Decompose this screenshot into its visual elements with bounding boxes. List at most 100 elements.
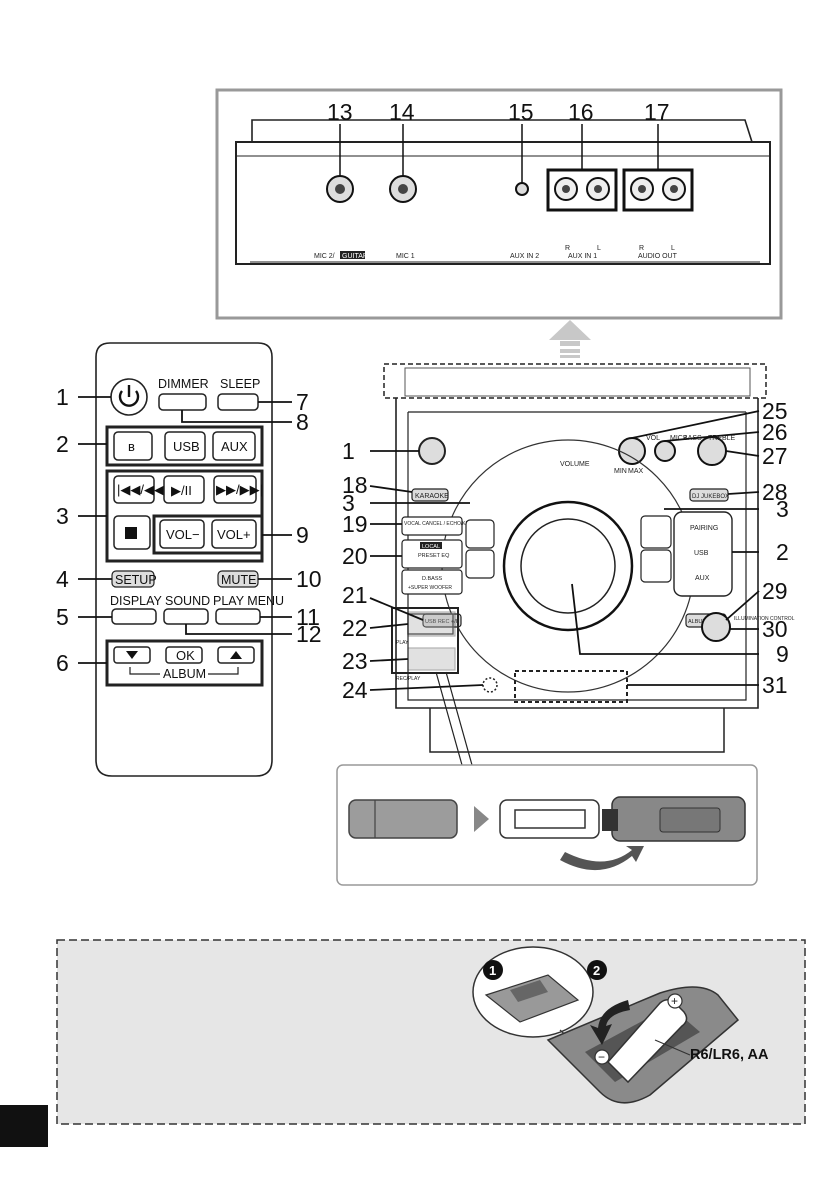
unit-prev-button[interactable]: [465, 549, 495, 579]
rear-panel: MIC 2/ GUITAR MIC 1 AUX IN 2 AUX IN 1 AU…: [215, 88, 783, 320]
play-pause-button[interactable]: [163, 475, 205, 504]
dimmer-button[interactable]: [158, 393, 207, 411]
play-label: PLAY: [396, 640, 409, 646]
display-button[interactable]: [111, 608, 157, 625]
treble-label: TREBLE: [708, 435, 736, 442]
vol-up-label: VOL+: [217, 527, 251, 542]
ok-button[interactable]: [165, 646, 203, 664]
usb-insert-inset: [336, 671, 758, 886]
callout-1-unit: 1: [342, 438, 355, 464]
vol-mic-knob[interactable]: [618, 437, 646, 465]
callout-10: 10: [296, 566, 322, 592]
callout-31: 31: [762, 672, 788, 698]
play-pause-icon: ▶/II: [171, 483, 192, 498]
mic2-knob-label: MIC2: [670, 435, 687, 442]
vocal-cancel-button[interactable]: [401, 516, 463, 536]
local-preset-button[interactable]: [401, 539, 463, 569]
vol-label: VOL: [646, 435, 660, 442]
callout-3: 3: [56, 503, 69, 529]
rotate-arrow-icon: [560, 846, 644, 871]
sound-button[interactable]: [163, 608, 209, 625]
callout-19: 19: [342, 511, 368, 537]
unit-play-button[interactable]: [640, 515, 672, 549]
max-label: MAX: [628, 468, 644, 475]
mic2-knob[interactable]: [654, 440, 676, 462]
dimmer-label: DIMMER: [158, 377, 209, 391]
sound-label: SOUND: [165, 594, 210, 608]
unit-power-button[interactable]: [418, 437, 446, 465]
play-menu-label: PLAY MENU: [213, 594, 284, 608]
sleep-button[interactable]: [217, 393, 259, 411]
callout-11: 11: [296, 604, 320, 630]
callout-30: 30: [762, 616, 788, 642]
next-button[interactable]: [213, 475, 257, 504]
plus-icon: [667, 993, 683, 1009]
callout-8: 8: [296, 409, 309, 435]
usb-button[interactable]: [164, 431, 206, 461]
ok-label: OK: [176, 648, 195, 663]
battery-type-label: R6/LR6, AA: [690, 1047, 769, 1063]
battery: [606, 999, 688, 1084]
setup-label: SETUP: [115, 573, 157, 587]
callout-29: 29: [762, 578, 788, 604]
bluetooth-button[interactable]: [113, 431, 153, 461]
unit-aux-label: AUX: [695, 575, 710, 582]
vol-up-button[interactable]: [211, 519, 257, 549]
callout-18: 18: [342, 472, 368, 498]
illumination-knob[interactable]: [701, 612, 731, 642]
d-bass-button[interactable]: [401, 569, 463, 595]
skip-forward-icon: ▶▶/▶▶|: [216, 482, 263, 497]
callout-22: 22: [342, 615, 368, 641]
insert-arrow-icon: [590, 1000, 630, 1045]
display-window: [514, 670, 628, 703]
rec-play-label: REC/PLAY: [396, 676, 421, 682]
minus-icon: [594, 1049, 610, 1065]
battery-section: + − 1 2 R6/LR6, AA: [56, 939, 806, 1125]
usb-label: USB: [173, 439, 200, 454]
callout-25: 25: [762, 398, 788, 424]
step-2-label: 2: [593, 963, 600, 978]
usb-port-closed: [348, 799, 458, 839]
callout-9: 9: [296, 522, 309, 548]
stop-icon: [125, 527, 137, 539]
aux-label: AUX: [221, 439, 248, 454]
aux-in-2-jack: [515, 182, 529, 196]
mic2-label: MIC 2/: [314, 253, 335, 260]
vol-down-button[interactable]: [159, 519, 205, 549]
callout-13: 13: [327, 99, 353, 125]
aux-in-2-label: AUX IN 2: [510, 253, 539, 260]
out-l-mark: L: [671, 245, 675, 252]
mic1-label: MIC 1: [396, 253, 415, 260]
volume-label: VOLUME: [560, 461, 590, 468]
aux-button[interactable]: [212, 431, 256, 461]
power-button[interactable]: [110, 378, 148, 416]
callout-24: 24: [342, 677, 368, 703]
callout-28: 28: [762, 479, 788, 505]
unit-stop-button[interactable]: [640, 549, 672, 583]
dj-jukebox-button[interactable]: [689, 488, 729, 502]
play-menu-button[interactable]: [215, 608, 261, 625]
prev-button[interactable]: [113, 475, 155, 504]
d-bass-label: D.BASS: [422, 576, 443, 582]
callout-1: 1: [56, 384, 69, 410]
callout-20: 20: [342, 543, 368, 569]
usb-rec-label: USB REC ●/II: [425, 619, 459, 625]
karaoke-button[interactable]: [411, 488, 449, 502]
aux-in-1-label: AUX IN 1: [568, 253, 597, 260]
svg-text:−: −: [598, 1050, 605, 1064]
callout-14: 14: [389, 99, 415, 125]
out-r-mark: R: [639, 245, 644, 252]
vol-down-label: VOL−: [166, 527, 200, 542]
guitar-label: GUITAR: [342, 253, 368, 260]
unit-usb-label: USB: [694, 550, 709, 557]
min-label: MIN: [614, 468, 627, 475]
callout-9-unit: 9: [776, 641, 789, 667]
sleep-label: SLEEP: [220, 377, 260, 391]
callout-26: 26: [762, 419, 788, 445]
callout-3-right: 3: [776, 496, 789, 522]
vocal-cancel-label: VOCAL CANCEL / ECHO/KEY+DEN: [404, 521, 486, 527]
local-label: LOCAL: [422, 544, 440, 550]
unit-next-button[interactable]: [465, 519, 495, 549]
display-label: DISPLAY: [110, 594, 163, 608]
